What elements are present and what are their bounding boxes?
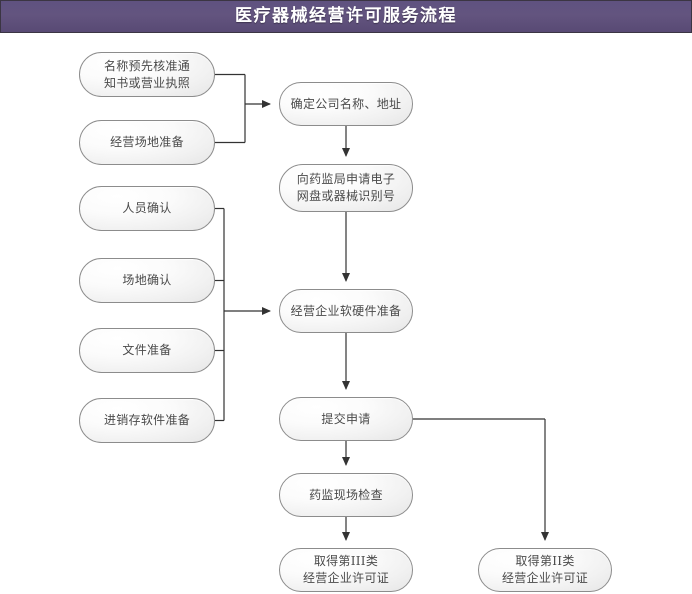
node-label: 确定公司名称、地址	[290, 96, 402, 111]
node-personnel-confirmation[interactable]: 人员确认	[79, 186, 215, 231]
flowchart-canvas: 名称预先核准通 知书或营业执照 经营场地准备 人员确认 场地确认 文件准备 进销…	[0, 33, 692, 594]
edge-n10-to-n13	[413, 418, 549, 541]
node-label: 向药监局申请电子 网盘或器械识别号	[296, 172, 396, 203]
node-apply-edisk-or-device-id[interactable]: 向药监局申请电子 网盘或器械识别号	[279, 164, 413, 212]
node-class-iii-license-obtained[interactable]: 取得第III类 经营企业许可证	[279, 548, 413, 592]
node-label: 人员确认	[122, 201, 172, 215]
node-onsite-inspection[interactable]: 药监现场检查	[279, 473, 413, 517]
node-business-site-preparation[interactable]: 经营场地准备	[79, 120, 215, 165]
node-label: 提交申请	[321, 411, 371, 426]
edge-left-group-to-n9	[215, 207, 271, 422]
edge-n1-n2-to-n7	[215, 73, 271, 144]
node-label: 经营场地准备	[110, 135, 184, 149]
node-label: 取得第II类 经营企业许可证	[501, 554, 589, 585]
node-class-ii-license-obtained[interactable]: 取得第II类 经营企业许可证	[478, 548, 612, 592]
node-name-approval-or-license[interactable]: 名称预先核准通 知书或营业执照	[79, 52, 215, 97]
node-label: 文件准备	[122, 343, 172, 357]
node-site-confirmation[interactable]: 场地确认	[79, 258, 215, 303]
node-document-preparation[interactable]: 文件准备	[79, 328, 215, 373]
node-label: 场地确认	[122, 273, 172, 287]
node-enterprise-hardware-software-preparation[interactable]: 经营企业软硬件准备	[279, 289, 413, 333]
node-determine-company-name-address[interactable]: 确定公司名称、地址	[279, 82, 413, 126]
node-label: 药监现场检查	[309, 487, 383, 502]
node-submit-application[interactable]: 提交申请	[279, 397, 413, 441]
page-header-bar: 医疗器械经营许可服务流程	[0, 0, 692, 33]
page-title: 医疗器械经营许可服务流程	[235, 6, 457, 26]
node-label: 进销存软件准备	[103, 413, 191, 427]
node-label: 名称预先核准通 知书或营业执照	[103, 58, 191, 90]
node-inventory-software-preparation[interactable]: 进销存软件准备	[79, 398, 215, 443]
node-label: 取得第III类 经营企业许可证	[302, 554, 390, 585]
node-label: 经营企业软硬件准备	[290, 303, 402, 318]
